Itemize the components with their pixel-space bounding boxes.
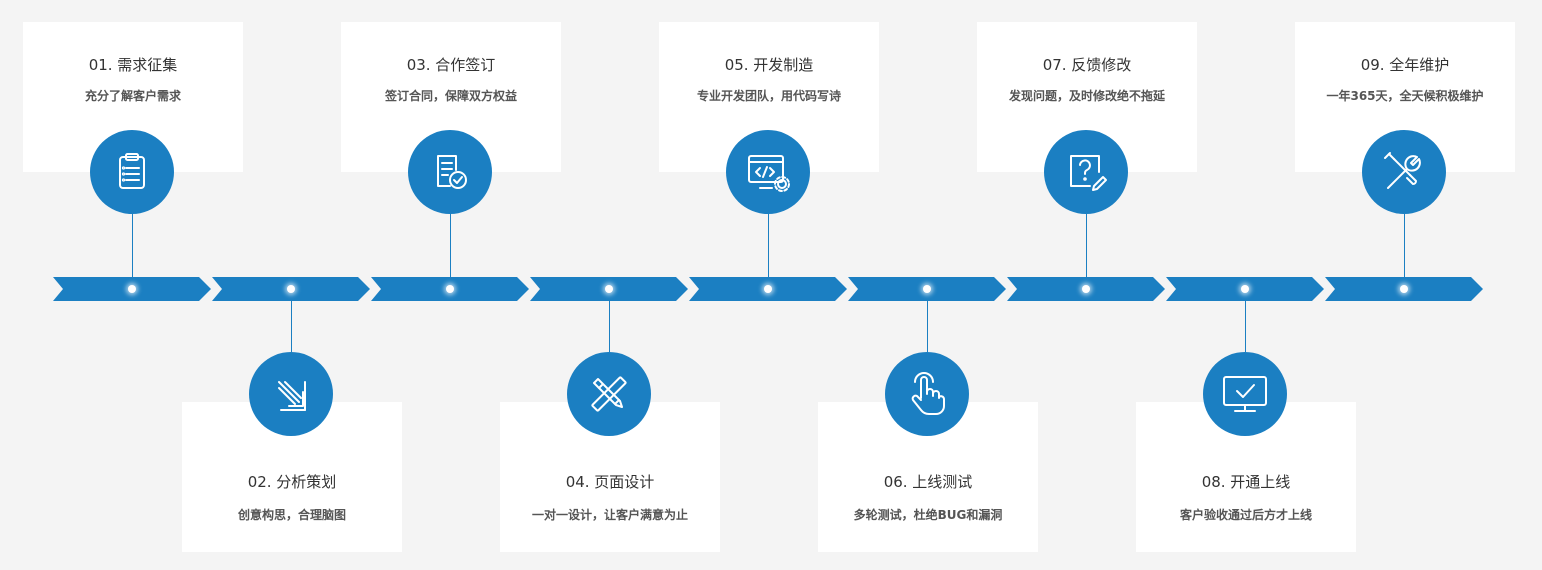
step-title: 05. 开发制造 — [659, 22, 879, 75]
connector-03 — [450, 214, 451, 286]
timeline-dot-02 — [287, 285, 295, 293]
step-description: 一对一设计，让客户满意为止 — [500, 506, 720, 523]
step-description: 充分了解客户需求 — [23, 87, 243, 104]
hand-pointer-icon — [885, 352, 969, 436]
arrow-diagonal-icon — [249, 352, 333, 436]
step-title: 09. 全年维护 — [1295, 22, 1515, 75]
connector-06 — [927, 292, 928, 352]
wrench-screwdriver-icon — [1362, 130, 1446, 214]
step-description: 客户验收通过后方才上线 — [1136, 506, 1356, 523]
timeline-dot-03 — [446, 285, 454, 293]
timeline-dot-09 — [1400, 285, 1408, 293]
timeline-dot-05 — [764, 285, 772, 293]
connector-05 — [768, 214, 769, 286]
connector-08 — [1245, 292, 1246, 352]
connector-02 — [291, 292, 292, 352]
timeline-dot-07 — [1082, 285, 1090, 293]
pencil-ruler-icon — [567, 352, 651, 436]
connector-09 — [1404, 214, 1405, 286]
step-description: 一年365天，全天候积极维护 — [1295, 87, 1515, 104]
timeline-dot-06 — [923, 285, 931, 293]
step-title: 03. 合作签订 — [341, 22, 561, 75]
connector-01 — [132, 214, 133, 286]
step-description: 签订合同，保障双方权益 — [341, 87, 561, 104]
step-description: 专业开发团队，用代码写诗 — [659, 87, 879, 104]
step-description: 多轮测试，杜绝BUG和漏洞 — [818, 506, 1038, 523]
timeline-dot-08 — [1241, 285, 1249, 293]
step-title: 07. 反馈修改 — [977, 22, 1197, 75]
question-edit-icon — [1044, 130, 1128, 214]
contract-check-icon — [408, 130, 492, 214]
step-description: 发现问题，及时修改绝不拖延 — [977, 87, 1197, 104]
connector-04 — [609, 292, 610, 352]
clipboard-icon — [90, 130, 174, 214]
step-title: 01. 需求征集 — [23, 22, 243, 75]
monitor-check-icon — [1203, 352, 1287, 436]
timeline-dot-04 — [605, 285, 613, 293]
timeline-dot-01 — [128, 285, 136, 293]
step-description: 创意构思，合理脑图 — [182, 506, 402, 523]
connector-07 — [1086, 214, 1087, 286]
code-window-gear-icon — [726, 130, 810, 214]
